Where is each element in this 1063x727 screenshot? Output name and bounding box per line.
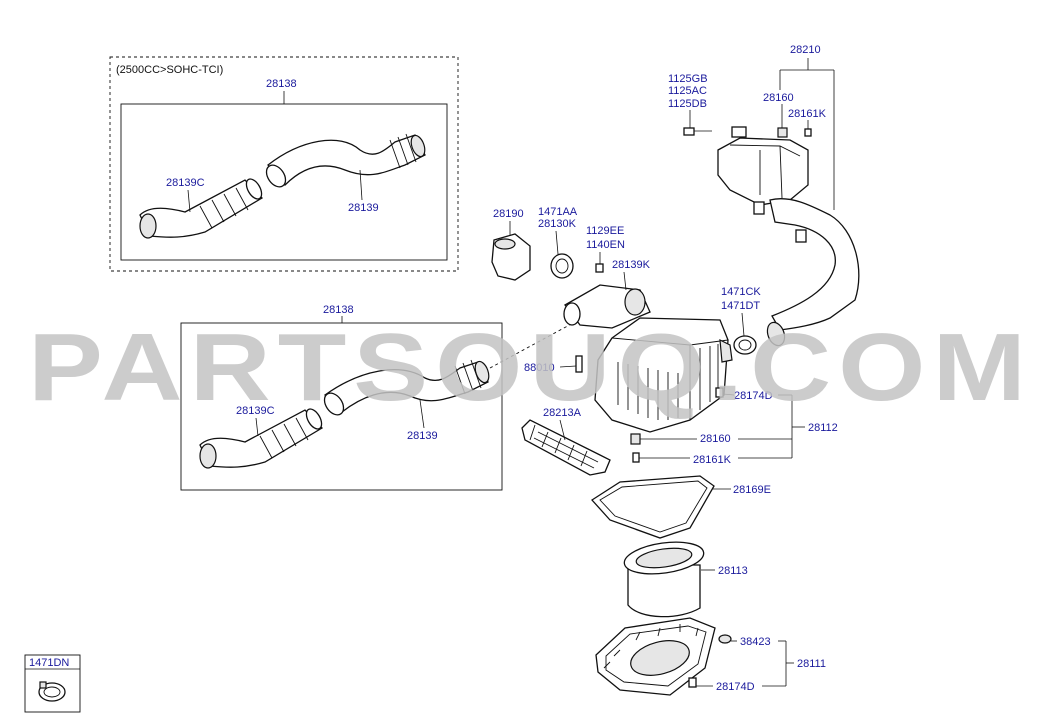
label-28113: 28113 xyxy=(718,565,748,577)
label-38423: 38423 xyxy=(740,636,771,648)
variant-dashed-box xyxy=(109,56,459,272)
intake-hose-lower xyxy=(323,359,490,416)
label-28190: 28190 xyxy=(493,208,524,220)
variant-note: (2500CC>SOHC-TCI) xyxy=(116,64,223,76)
label-28111: 28111 xyxy=(797,658,826,670)
label-28139-lower: 28139 xyxy=(407,430,438,442)
label-28139c-upper: 28139C xyxy=(166,177,205,189)
label-28160-upper: 28160 xyxy=(763,92,794,104)
legend-code: 1471DN xyxy=(29,657,69,669)
watermark-text: PARTSOUQ.COM xyxy=(28,314,1033,421)
label-1471dt: 1471DT xyxy=(721,300,760,312)
label-28174d-lower: 28174D xyxy=(716,681,755,693)
air-cleaner-gasket xyxy=(591,475,715,539)
label-28139c-lower: 28139C xyxy=(236,405,275,417)
label-28161k-upper: 28161K xyxy=(788,108,827,120)
label-28174d-upper: 28174D xyxy=(734,390,773,402)
corrugated-hose-lower xyxy=(199,408,324,469)
hose-group-box-lower xyxy=(180,322,503,491)
label-28169e: 28169E xyxy=(733,484,771,496)
label-28160-lower: 28160 xyxy=(700,433,731,445)
label-28139k: 28139K xyxy=(612,259,651,271)
label-1125db: 1125DB xyxy=(668,98,707,110)
label-28139-upper: 28139 xyxy=(348,202,379,214)
bolt-88010 xyxy=(575,355,583,373)
label-1129ee: 1129EE xyxy=(586,225,624,237)
bushing-28161k-lower xyxy=(632,452,640,463)
intake-hose-upper xyxy=(265,133,426,188)
label-28213a: 28213A xyxy=(543,407,582,419)
grommet-28160-lower xyxy=(630,433,641,445)
seal-ring-28130k xyxy=(550,253,574,279)
corrugated-hose-upper xyxy=(139,178,264,239)
label-28138-upper: 28138 xyxy=(266,78,297,90)
label-1471aa: 1471AA xyxy=(538,206,578,218)
label-1125ac: 1125AC xyxy=(668,85,707,97)
air-cleaner-upper-body xyxy=(594,317,733,433)
label-28161k-lower: 28161K xyxy=(693,454,732,466)
resonator-duct xyxy=(717,126,860,347)
label-88010: 88010 xyxy=(524,362,555,374)
bolt-1125 xyxy=(683,127,695,136)
label-1125gb: 1125GB xyxy=(668,73,708,85)
air-cleaner-screen xyxy=(521,419,611,476)
label-1471ck: 1471CK xyxy=(721,286,761,298)
legend-box xyxy=(24,654,81,713)
air-cleaner-lower-body xyxy=(595,617,716,696)
hose-clamp-1471ck xyxy=(733,335,757,355)
grommet-28160-upper xyxy=(777,127,788,138)
air-flow-duct-28139k xyxy=(563,284,651,329)
label-28112: 28112 xyxy=(808,422,838,434)
air-flow-sensor xyxy=(491,233,604,281)
clamp-1471dn-icon xyxy=(38,681,66,702)
bushing-28174d-upper xyxy=(715,387,724,398)
screw-1129ee xyxy=(595,263,604,273)
label-28130k: 28130K xyxy=(538,218,577,230)
bushing-28174d-lower xyxy=(688,677,697,688)
label-28210: 28210 xyxy=(790,44,821,56)
grommet-38423 xyxy=(718,634,732,644)
air-filter-element xyxy=(623,541,705,618)
label-1140en: 1140EN xyxy=(586,239,625,251)
label-28138-lower: 28138 xyxy=(323,304,354,316)
bushing-28161k-upper xyxy=(804,128,812,137)
